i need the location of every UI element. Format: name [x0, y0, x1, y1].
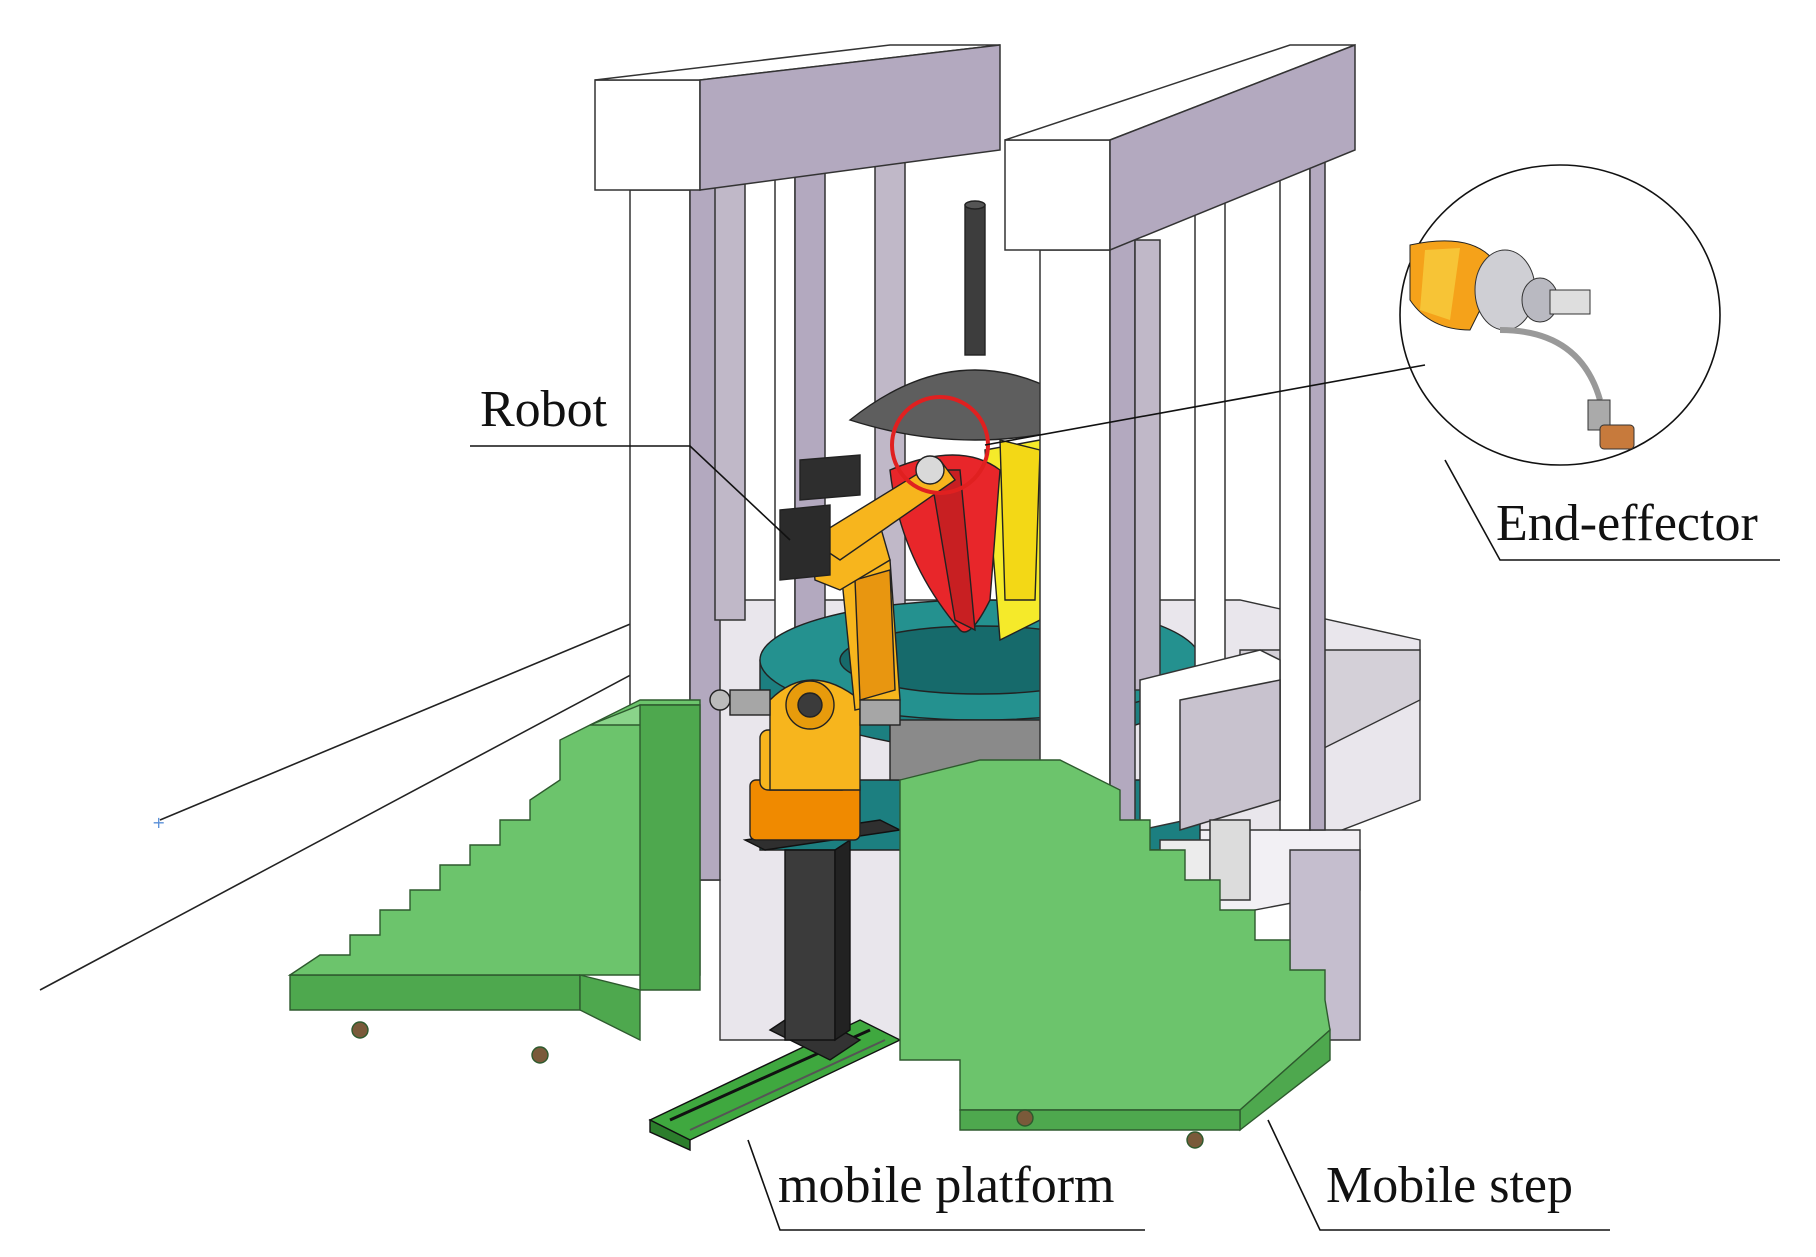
- mobile-platform-graphic: [648, 819, 903, 1152]
- robot-arm-graphic: [709, 454, 956, 841]
- left-mobile-step-graphic: [287, 699, 701, 1064]
- leader-lines: [470, 364, 1780, 1231]
- right-mobile-step-graphic: [899, 759, 1331, 1149]
- cursor-cross-icon: +: [152, 813, 165, 832]
- end-effector-callout: [1399, 164, 1721, 466]
- left-frame-tower: [594, 44, 1001, 881]
- mobile-step-label: Mobile step: [1326, 1157, 1573, 1214]
- right-frame-tower: [1004, 43, 1356, 931]
- spindle-assembly: [848, 200, 1102, 441]
- robot-label: Robot: [480, 381, 608, 438]
- mobile-platform-label: mobile platform: [778, 1157, 1115, 1214]
- end-effector-label: End-effector: [1496, 495, 1758, 552]
